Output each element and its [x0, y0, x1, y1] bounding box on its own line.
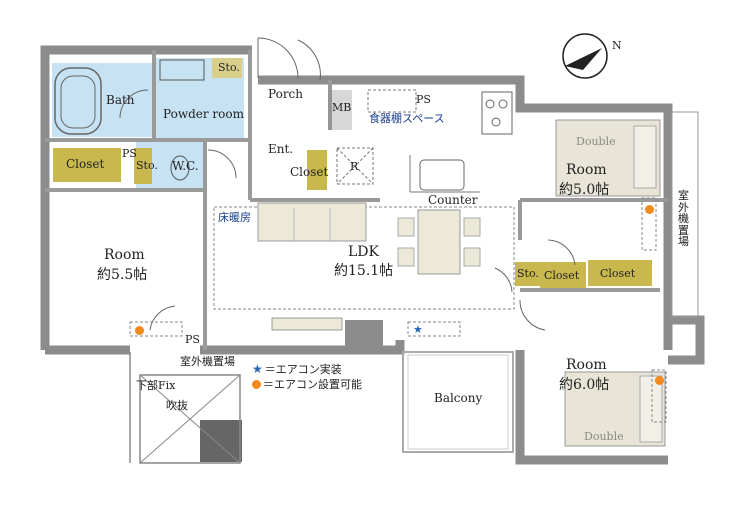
label-room-lr-size: 約6.0帖 — [559, 377, 610, 393]
kitchen-sink — [419, 159, 465, 191]
label-r-mark: R — [350, 160, 359, 173]
wall-pillar-center — [345, 320, 383, 350]
label-fix-window: 下部Fix — [136, 379, 176, 392]
label-closet-left: Closet — [66, 157, 105, 171]
label-mb: MB — [332, 101, 352, 114]
label-outdoor-unit-right: 室外機置場 — [678, 189, 689, 249]
label-counter: Counter — [428, 193, 478, 207]
ac-dot-left-room — [135, 326, 144, 335]
balcony-floor — [407, 354, 509, 450]
closet-right2-fill — [588, 260, 652, 286]
ac-unit-ldk — [407, 321, 461, 337]
label-closet-right1: Closet — [544, 269, 580, 282]
label-ldk-size: 約15.1帖 — [334, 263, 394, 279]
closet-left-fill — [53, 148, 121, 182]
label-room-ur-size: 約5.0帖 — [559, 182, 610, 198]
label-ps-kitchen: PS — [416, 93, 431, 106]
ac-dot-upper-right — [645, 205, 654, 214]
dot-icon — [252, 379, 261, 389]
label-powder-room: Powder room — [163, 107, 244, 121]
dining-table — [417, 209, 461, 275]
label-room-lr-name: Room — [566, 357, 607, 373]
label-closet-right2: Closet — [600, 267, 636, 280]
label-wc: W.C. — [172, 159, 199, 173]
ac-unit-left-room — [129, 321, 183, 337]
label-double-lr: Double — [584, 430, 624, 443]
dish-shelf-space — [367, 89, 417, 113]
bathtub — [54, 67, 102, 135]
label-ps-left: PS — [122, 147, 137, 160]
star-icon: ★ — [252, 362, 263, 376]
label-dish-space: 食器棚スペース — [369, 112, 445, 125]
entrance-r-box — [336, 147, 374, 185]
ac-dot-lower-right — [655, 376, 664, 385]
ac-star-ldk: ★ — [413, 323, 423, 336]
toilet — [170, 155, 190, 181]
closet-ent-fill — [307, 150, 327, 190]
legend-star-text: ＝エアコン実装 — [264, 363, 342, 376]
label-balcony: Balcony — [434, 391, 483, 405]
wall-pillar-mb — [328, 90, 352, 130]
outdoor-unit-right-zone — [671, 111, 699, 318]
sto-right-fill — [515, 262, 540, 286]
tv-board — [271, 317, 343, 331]
label-bath: Bath — [106, 93, 135, 107]
label-floor-heating: 床暖房 — [218, 211, 251, 224]
wall-pillar-void — [200, 420, 242, 462]
compass-icon — [562, 33, 608, 79]
outer-walls — [40, 45, 705, 465]
void-area — [139, 374, 241, 464]
stove — [481, 91, 513, 135]
label-sto-left: Sto. — [136, 159, 158, 172]
sto-top-fill — [212, 58, 242, 78]
label-ldk-name: LDK — [348, 244, 379, 260]
label-sto-right: Sto. — [517, 267, 539, 280]
legend-star: ★ ＝エアコン実装 — [252, 361, 342, 377]
label-room-left-size: 約5.5帖 — [97, 267, 148, 283]
label-ent: Ent. — [268, 142, 294, 156]
vanity-sink — [159, 59, 205, 81]
sofa — [257, 202, 367, 242]
label-ps-bottom: PS — [185, 333, 200, 346]
label-double-ur: Double — [576, 135, 616, 148]
door-swings — [119, 37, 576, 331]
sto-left-fill — [134, 148, 152, 184]
ac-unit-lower-right — [651, 369, 667, 423]
label-porch: Porch — [268, 87, 303, 101]
label-void: 吹抜 — [166, 399, 188, 412]
label-closet-ent: Closet — [290, 165, 329, 179]
bath-area — [52, 63, 154, 137]
compass-label: N — [612, 39, 622, 52]
legend-dot-text: ＝エアコン設置可能 — [263, 378, 362, 391]
legend-dot: ＝エアコン設置可能 — [252, 376, 362, 392]
label-outdoor-unit-bottom: 室外機置場 — [180, 355, 235, 368]
label-room-left-name: Room — [104, 247, 145, 263]
ac-unit-upper-right — [641, 197, 657, 251]
closet-right1-fill — [540, 262, 586, 288]
label-room-ur-name: Room — [566, 162, 607, 178]
balcony-outline — [402, 351, 514, 453]
inner-walls — [45, 50, 668, 350]
label-sto-top: Sto. — [218, 61, 240, 74]
